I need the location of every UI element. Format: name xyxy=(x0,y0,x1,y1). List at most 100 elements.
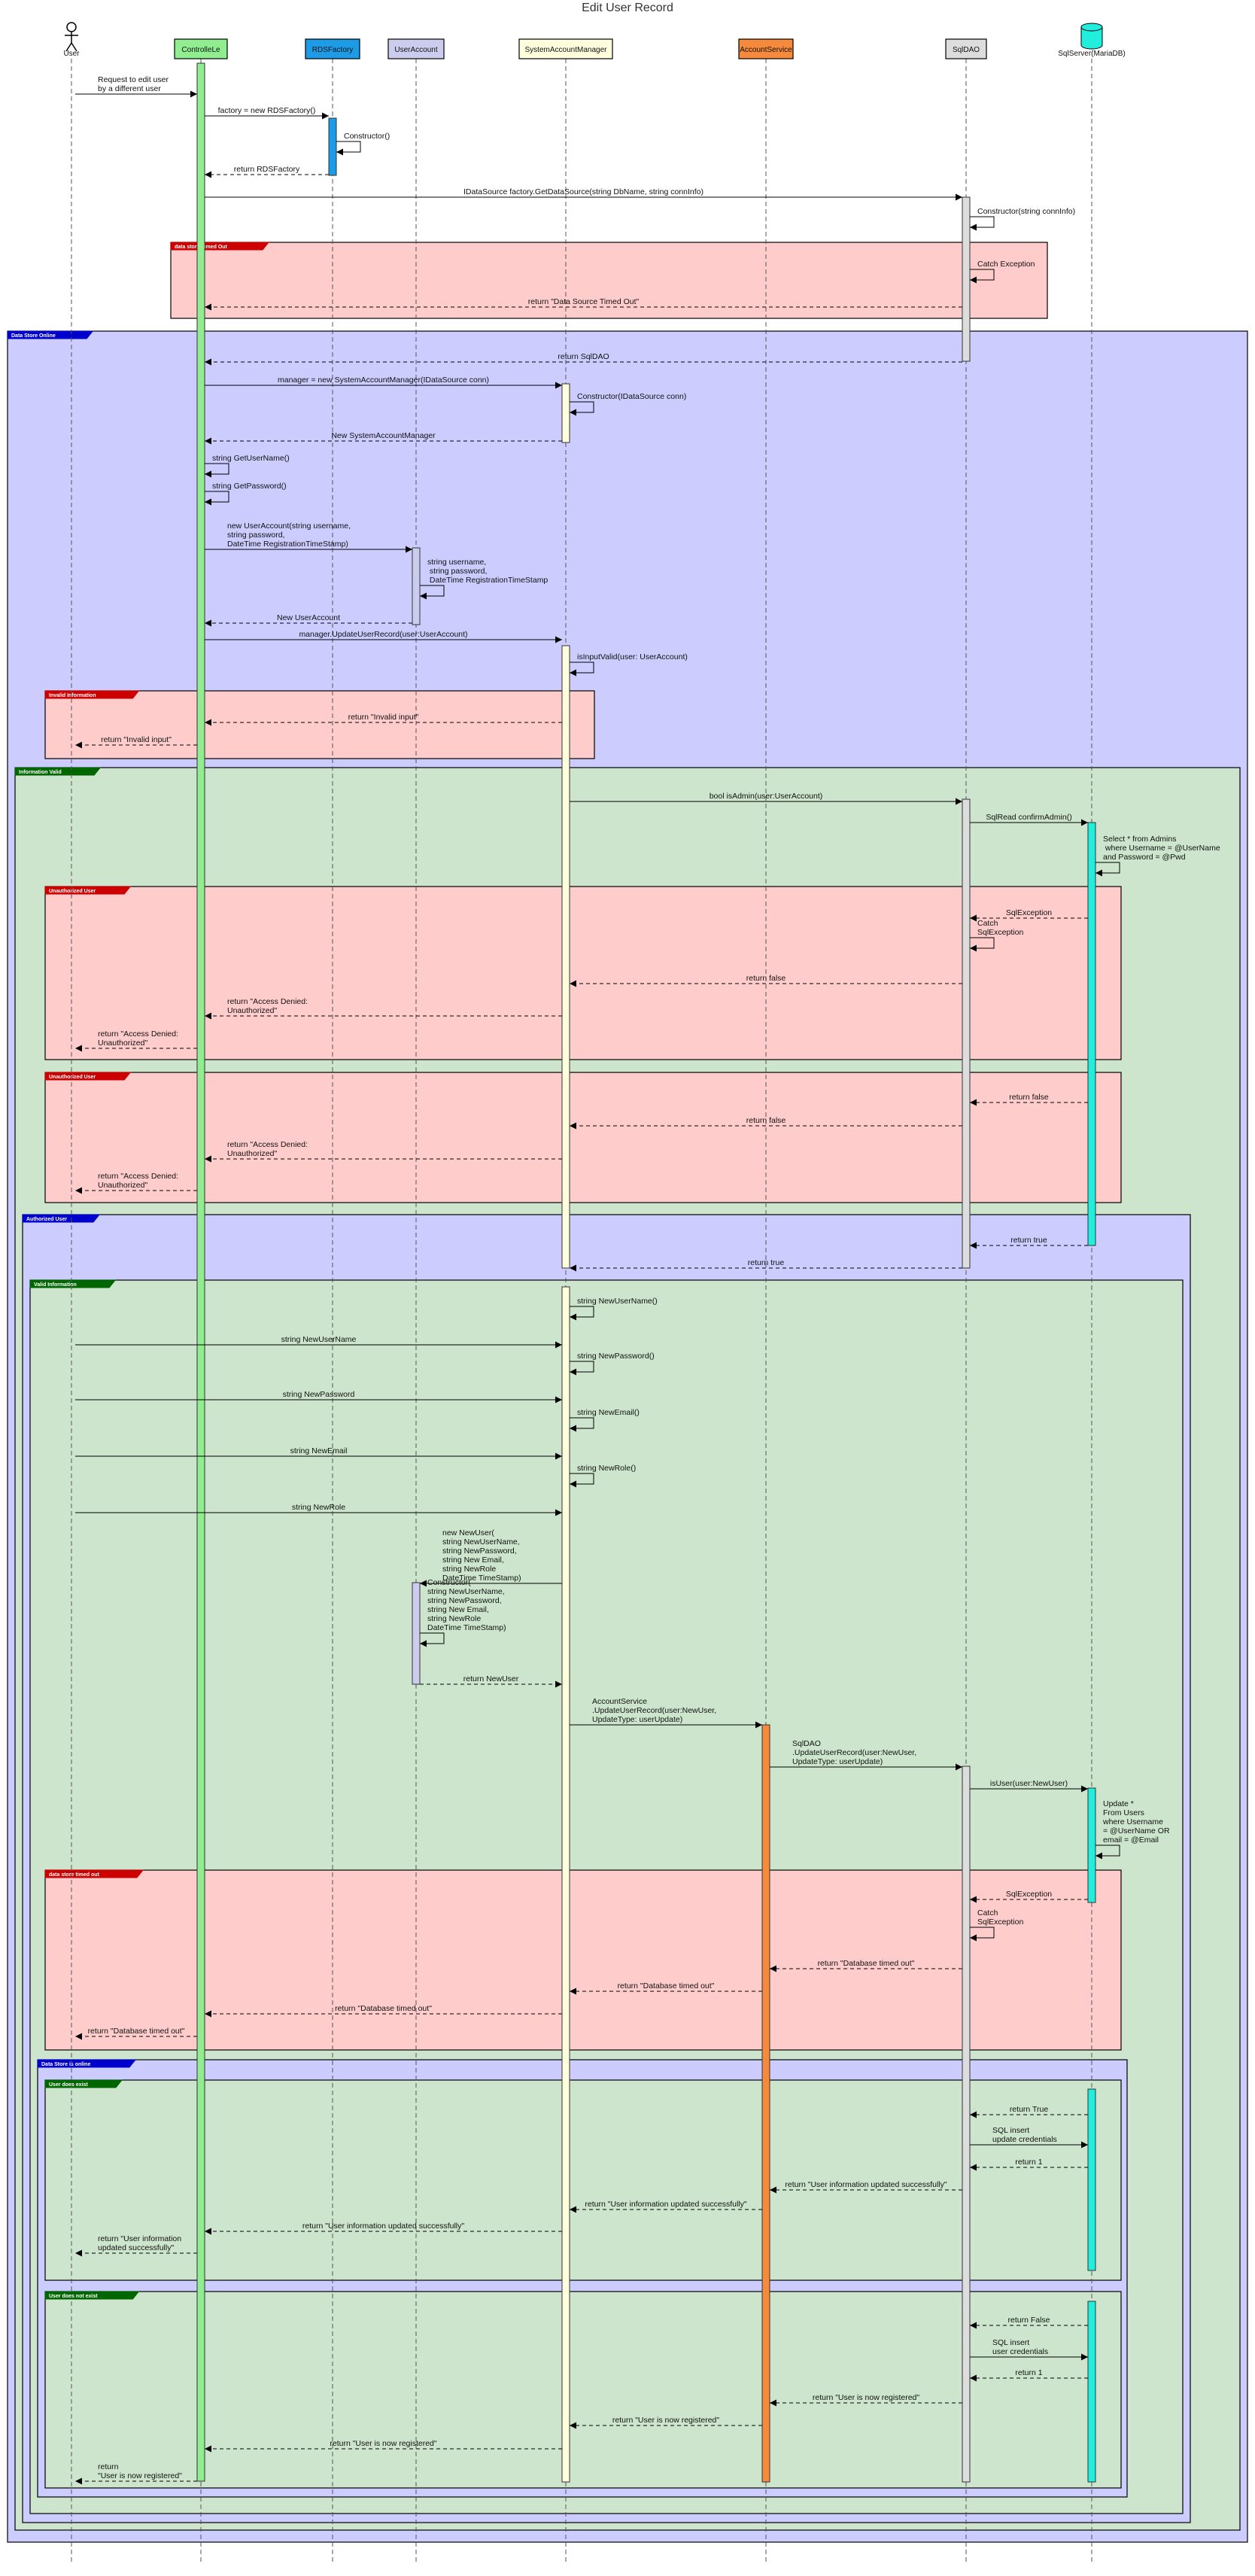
activation-bar xyxy=(962,798,971,1269)
fragment-tag xyxy=(44,1869,144,1878)
message-label: return SqlDAO xyxy=(558,352,609,361)
message: string NewUserName xyxy=(75,1335,562,1349)
actor-icon xyxy=(65,22,78,52)
message-label: return "User is now registered" xyxy=(813,2393,920,2402)
fragment-label: Data Store is online xyxy=(41,2062,90,2067)
self-call-arrow xyxy=(205,491,229,506)
fragment-label: User does exist xyxy=(49,2082,88,2088)
self-call-arrow xyxy=(420,1632,445,1647)
message: return True xyxy=(970,2105,1088,2118)
message-label: return true xyxy=(1010,1236,1047,1245)
message-label: string NewUserName() xyxy=(577,1297,658,1306)
message: string username, string password, DateTi… xyxy=(420,558,548,600)
participant-box-dao xyxy=(945,38,987,59)
fragment-label: Unauthorized User xyxy=(49,889,96,894)
message-label: return False xyxy=(1007,2316,1050,2325)
message-label: return 1 xyxy=(1015,2158,1042,2167)
participant-box-ua xyxy=(387,38,445,59)
activation-bar xyxy=(196,62,205,2482)
message-label: New SystemAccountManager xyxy=(331,431,436,440)
message: string NewEmail() xyxy=(570,1408,640,1432)
activation-bar xyxy=(328,117,337,176)
fragment-tag xyxy=(44,2079,123,2088)
message-label: SqlException xyxy=(1006,1890,1052,1899)
message-label: return false xyxy=(746,1116,786,1125)
message-label: return "Database timed out" xyxy=(335,2004,432,2013)
fragment-frame: data store timed out xyxy=(44,1869,1122,2051)
self-call-arrow xyxy=(970,937,995,952)
participant-label: User xyxy=(63,50,80,58)
message: return 1 xyxy=(970,2368,1088,2382)
message: return "User information updated success… xyxy=(770,2180,962,2194)
participant-label: SystemAccountManager xyxy=(525,46,608,54)
message-label: Select * from Admins where Username = @U… xyxy=(1103,835,1220,862)
participant-label: ControlleLe xyxy=(181,46,220,54)
message: return NewUser xyxy=(420,1674,562,1688)
message-label: new UserAccount(string username,string p… xyxy=(227,522,351,549)
message-label: return "Access Denied:Unauthorized" xyxy=(98,1029,178,1048)
message: return SqlDAO xyxy=(205,352,962,366)
message: return "Invalid input" xyxy=(75,735,197,749)
message-label: string GetUserName() xyxy=(212,454,290,463)
message: SqlDAO.UpdateUserRecord(user:NewUser,Upd… xyxy=(770,1739,962,1771)
message-label: return "Database timed out" xyxy=(818,1959,915,1968)
message: string NewRole xyxy=(75,1503,562,1516)
message: return "User is now registered" xyxy=(205,2439,562,2453)
fragment-tag xyxy=(44,690,140,699)
message-label: return "Access Denied:Unauthorized" xyxy=(227,997,308,1015)
message: return "Data Source Timed Out" xyxy=(205,297,962,311)
message-label: Constructor(string NewUserName,string Ne… xyxy=(427,1578,506,1632)
fragment-label: Unauthorized User xyxy=(49,1075,96,1080)
self-call-arrow xyxy=(970,269,995,284)
self-call-arrow xyxy=(570,1417,594,1432)
message: AccountService.UpdateUserRecord(user:New… xyxy=(570,1697,762,1729)
message-label: return "User information updated success… xyxy=(585,2200,746,2209)
activation-bar xyxy=(761,1724,770,2483)
fragment-tag xyxy=(44,1072,132,1081)
fragment-label: Valid Information xyxy=(34,1282,77,1288)
message: return "Access Denied:Unauthorized" xyxy=(205,1140,562,1163)
message: Constructor(IDataSource conn) xyxy=(570,392,686,416)
message-label: return NewUser xyxy=(463,1674,519,1683)
message-label: bool isAdmin(user:UserAccount) xyxy=(710,792,823,801)
message: string NewRole() xyxy=(570,1464,636,1488)
participant-label: UserAccount xyxy=(394,46,437,54)
message: Select * from Admins where Username = @U… xyxy=(1095,835,1220,877)
message: string NewPassword() xyxy=(570,1352,655,1376)
participant-label: RDSFactory xyxy=(312,46,353,54)
message-label: return "Invalid input" xyxy=(101,735,172,744)
fragment-frame: Unauthorized User xyxy=(44,886,1122,1060)
message-label: SqlException xyxy=(1006,908,1052,917)
message-label: Constructor(IDataSource conn) xyxy=(577,392,686,401)
message: string NewUserName() xyxy=(570,1297,658,1321)
message-label: return"User is now registered" xyxy=(98,2462,182,2480)
message-label: return "User is now registered" xyxy=(612,2416,720,2425)
message-label: string NewPassword() xyxy=(577,1352,655,1361)
message: Constructor(string NewUserName,string Ne… xyxy=(420,1578,506,1647)
participant-box-sam xyxy=(518,38,613,59)
activation-bar xyxy=(561,383,570,443)
message-label: SqlRead confirmAdmin() xyxy=(986,813,1071,822)
message: bool isAdmin(user:UserAccount) xyxy=(570,792,962,805)
message: return true xyxy=(970,1236,1088,1249)
message: SqlException xyxy=(970,1890,1088,1903)
message-label: IDataSource factory.GetDataSource(string… xyxy=(463,187,703,196)
message-label: manager = new SystemAccountManager(IData… xyxy=(278,376,489,385)
message-label: string NewRole xyxy=(292,1503,345,1512)
message: return false xyxy=(570,1116,962,1130)
message-label: string GetPassword() xyxy=(212,482,287,491)
self-call-arrow xyxy=(970,1927,995,1942)
message: return "Access Denied:Unauthorized" xyxy=(75,1172,197,1194)
message-label: return "User is now registered" xyxy=(330,2439,437,2448)
message: return "User is now registered" xyxy=(570,2416,762,2429)
activation-bar xyxy=(1087,2088,1096,2271)
message-label: string NewRole() xyxy=(577,1464,636,1473)
fragment-tag xyxy=(22,1214,101,1223)
